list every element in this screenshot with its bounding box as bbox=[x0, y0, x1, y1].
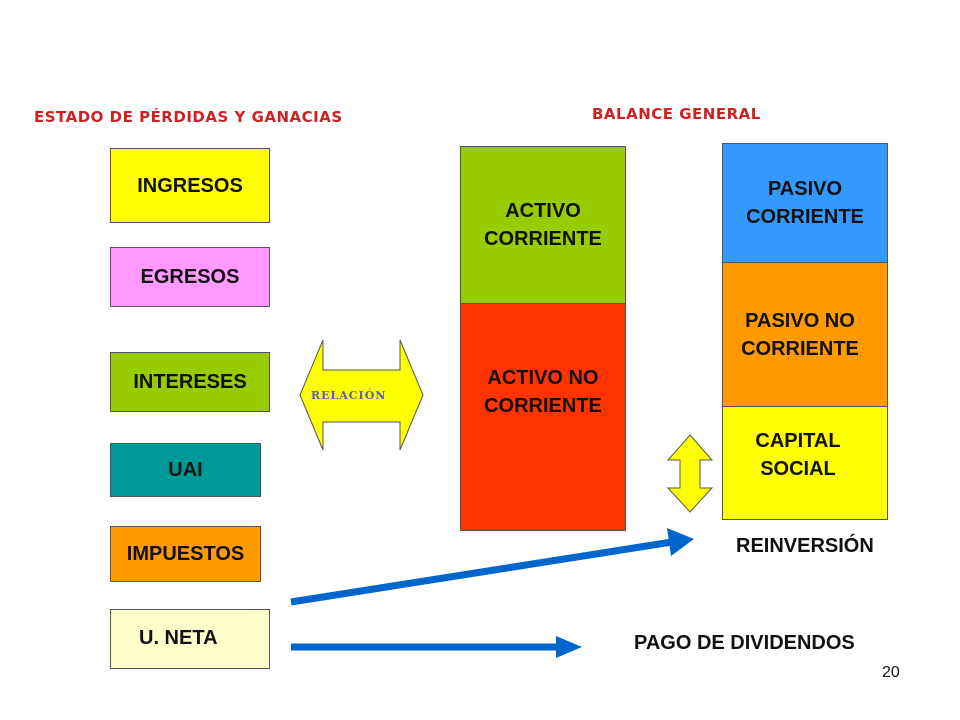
pasivo-no-corriente-line1: PASIVO NO bbox=[745, 309, 855, 332]
income-statement-heading: ESTADO DE PÉRDIDAS Y GANACIAS bbox=[34, 108, 343, 126]
reinversion-arrow-icon bbox=[667, 528, 694, 556]
page-number: 20 bbox=[882, 664, 900, 681]
activo-no-corriente-box: ACTIVO NO CORRIENTE bbox=[460, 303, 626, 531]
capital-social-line2: SOCIAL bbox=[760, 458, 836, 480]
uai-box: UAI bbox=[110, 443, 261, 497]
vertical-double-arrow-icon bbox=[666, 434, 714, 513]
balance-sheet-heading: BALANCE GENERAL bbox=[592, 105, 761, 123]
uai-label: UAI bbox=[168, 459, 203, 481]
egresos-box: EGRESOS bbox=[110, 247, 270, 307]
reinversion-arrow-shaft bbox=[290, 538, 673, 606]
capital-social-line1: CAPITAL bbox=[755, 430, 841, 452]
impuestos-label: IMPUESTOS bbox=[126, 543, 245, 565]
egresos-label: EGRESOS bbox=[140, 266, 240, 288]
reinversion-label: REINVERSIÓN bbox=[736, 535, 874, 557]
dividendos-label: PAGO DE DIVIDENDOS bbox=[634, 632, 855, 654]
u-neta-label: U. NETA bbox=[139, 627, 218, 649]
dividendos-arrow-icon bbox=[556, 636, 582, 658]
pasivo-no-corriente-line2: CORRIENTE bbox=[741, 337, 859, 360]
activo-corriente-line2: CORRIENTE bbox=[484, 228, 602, 250]
pasivo-corriente-line1: PASIVO bbox=[767, 178, 843, 200]
activo-no-corriente-line1: ACTIVO NO bbox=[487, 367, 599, 389]
activo-corriente-line1: ACTIVO bbox=[505, 200, 581, 222]
pasivo-no-corriente-box: PASIVO NO CORRIENTE bbox=[722, 262, 888, 407]
activo-corriente-box: ACTIVO CORRIENTE bbox=[460, 146, 626, 304]
pasivo-corriente-line2: CORRIENTE bbox=[746, 206, 864, 228]
ingresos-box: INGRESOS bbox=[110, 148, 270, 223]
pasivo-corriente-box: PASIVO CORRIENTE bbox=[722, 143, 888, 263]
intereses-box: INTERESES bbox=[110, 352, 270, 412]
ingresos-label: INGRESOS bbox=[137, 174, 243, 197]
u-neta-box: U. NETA bbox=[110, 609, 270, 669]
impuestos-box: IMPUESTOS bbox=[110, 526, 261, 582]
relation-double-arrow-icon bbox=[299, 339, 424, 451]
intereses-label: INTERESES bbox=[133, 371, 247, 393]
relation-label: RELACIÓN bbox=[311, 389, 387, 402]
capital-social-box: CAPITAL SOCIAL bbox=[722, 406, 888, 520]
activo-no-corriente-line2: CORRIENTE bbox=[484, 395, 602, 417]
